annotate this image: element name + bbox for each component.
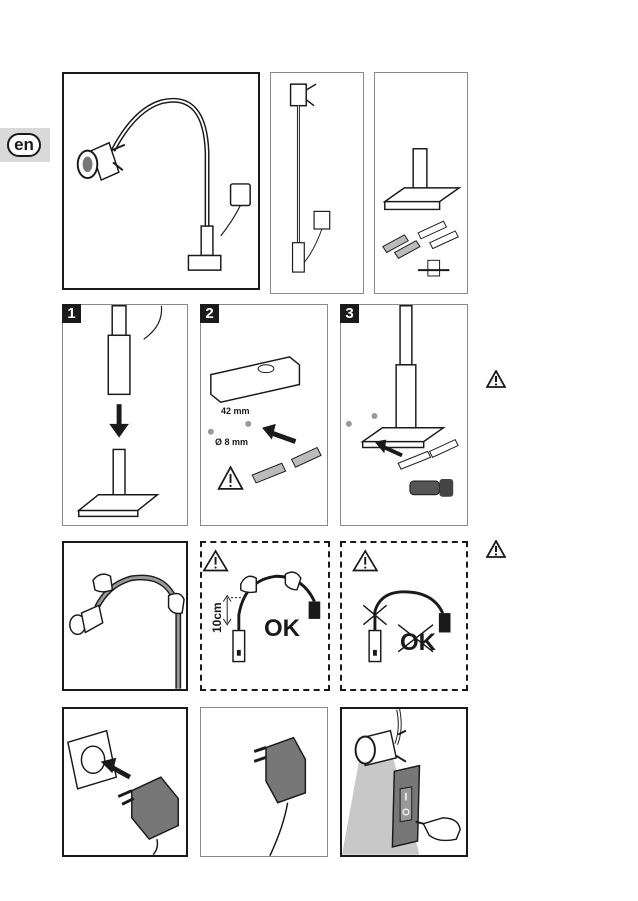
lamp-illustration (64, 74, 258, 288)
step-1-panel: 1 (62, 304, 188, 526)
language-badge: en (7, 133, 41, 157)
step-2-panel: 2 42 mm Ø 8 mm (200, 304, 328, 526)
wall-plug-icon (252, 447, 321, 482)
warning-icon (486, 540, 506, 558)
warning-icon (219, 467, 243, 489)
wall-plug-icon (383, 235, 420, 258)
hole-diameter-label: Ø 8 mm (215, 437, 248, 447)
mounting-parts-panel (374, 72, 468, 294)
spirit-level-icon (211, 357, 300, 402)
warning-icon (354, 551, 377, 570)
lamp-straight-illustration (271, 73, 363, 293)
bend-wrong-panel: OK (340, 541, 468, 691)
bend-correct-panel: OK 10cm (200, 541, 330, 691)
adapter-panel (200, 707, 328, 857)
arrow-icon (262, 424, 295, 442)
hole-spacing-label: 42 mm (221, 406, 250, 416)
step-3-panel: 3 (340, 304, 468, 526)
lamp-straight-panel (270, 72, 364, 294)
allen-key-icon (418, 260, 449, 276)
bend-arm-illustration (64, 543, 186, 689)
step-2-illustration (201, 305, 327, 525)
power-plug-icon (118, 777, 178, 854)
screwdriver-icon (410, 479, 453, 497)
light-switch-icon (392, 766, 419, 847)
crossed-ok-label: OK (400, 629, 436, 657)
power-adapter-icon (221, 184, 250, 236)
hand-icon (416, 818, 461, 841)
lamp-head-icon (78, 143, 125, 180)
bend-arm-panel (62, 541, 188, 691)
step-1-illustration (63, 305, 187, 525)
ok-label: OK (264, 615, 300, 643)
screw-icon (418, 221, 458, 248)
arrow-icon (109, 404, 129, 437)
switch-on-panel (340, 707, 468, 857)
warning-icon (486, 370, 506, 388)
screw-icon (398, 440, 458, 470)
plug-in-illustration (64, 709, 186, 855)
switch-on-illustration (342, 709, 466, 855)
adapter-illustration (201, 708, 327, 856)
warning-icon (204, 551, 227, 570)
plug-in-panel (62, 707, 188, 857)
bend-distance-label: 10cm (210, 602, 224, 633)
power-plug-icon (254, 738, 305, 803)
bend-wrong-illustration (342, 543, 466, 689)
mounting-parts-illustration (375, 73, 467, 293)
hand-icon (241, 572, 301, 592)
step-3-illustration (341, 305, 467, 525)
product-overview-panel (62, 72, 260, 290)
